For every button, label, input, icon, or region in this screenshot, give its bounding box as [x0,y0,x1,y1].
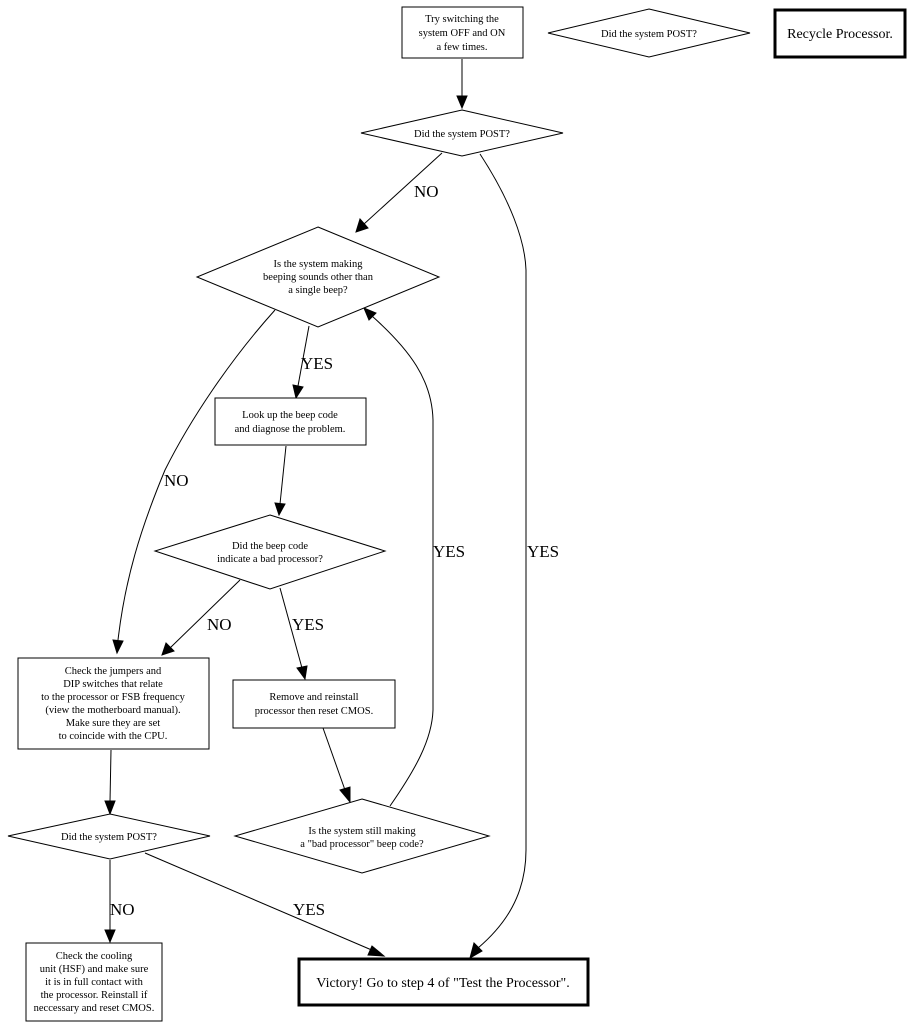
node-line: it is in full contact with [45,977,143,988]
node-line: indicate a bad processor? [217,554,323,565]
arrowhead [292,384,304,400]
edge-post2-to-victory [144,852,375,952]
node-beeping: Is the system making beeping sounds othe… [195,226,441,328]
arrowhead [112,639,124,655]
node-line: a "bad processor" beep code? [300,839,424,850]
edge-label-no: NO [207,615,232,634]
node-line: Victory! Go to step 4 of "Test the Proce… [316,976,569,991]
node-line: neccessary and reset CMOS. [34,1003,155,1014]
node-line: system OFF and ON [419,28,506,39]
node-post-2: Did the system POST? [7,813,211,860]
node-line: processor then reset CMOS. [255,706,373,717]
node-line: Check the jumpers and [65,666,162,677]
edge-bad-proc-to-jumpers [169,579,241,649]
edge-label-no: NO [414,182,439,201]
node-still-bad: Is the system still making a "bad proces… [233,798,491,874]
node-line: Remove and reinstall [269,692,358,703]
node-line: Did the system POST? [61,832,157,843]
node-line: a single beep? [288,285,348,296]
node-line: DIP switches that relate [63,679,163,690]
edge-jumpers-to-post2 [109,749,112,803]
node-line: the processor. Reinstall if [41,990,148,1001]
node-line: and diagnose the problem. [235,424,346,435]
node-line: (view the motherboard manual). [45,705,180,716]
arrowhead [469,942,483,960]
node-reinstall: Remove and reinstall processor then rese… [232,679,396,729]
arrowhead [367,945,386,957]
node-cooling: Check the cooling unit (HSF) and make su… [25,942,163,1022]
edge-label-yes: YES [527,542,559,561]
arrowhead [339,786,351,804]
node-line: beeping sounds other than [263,272,374,283]
node-line: Did the beep code [232,541,308,552]
arrowhead [355,218,369,233]
node-line: Check the cooling [56,951,133,962]
edge-label-yes: YES [293,900,325,919]
node-line: Did the system POST? [601,29,697,40]
arrowhead [296,665,308,681]
edge-lookup-to-bad-proc [279,445,287,505]
node-line: Make sure they are set [66,718,161,729]
arrowhead [161,642,175,656]
node-lookup: Look up the beep code and diagnose the p… [214,397,367,446]
arrowhead [456,95,468,110]
edge-still-bad-to-beeping [371,315,434,807]
node-line: unit (HSF) and make sure [40,964,149,975]
node-line: Look up the beep code [242,410,338,421]
node-line: Did the system POST? [414,129,510,140]
arrowhead [104,929,116,944]
arrowhead [274,502,286,517]
edge-beeping-to-lookup [297,325,310,387]
node-line: to coincide with the CPU. [59,731,168,742]
node-line: to the processor or FSB frequency [41,692,186,703]
edge-reinstall-to-still-bad [322,727,346,791]
edge-label-yes: YES [301,354,333,373]
node-bad-processor: Did the beep code indicate a bad process… [153,514,387,590]
node-recycle-processor: Recycle Processor. [773,8,907,59]
edge-post1-to-victory [477,153,527,949]
edge-bad-proc-to-reinstall [279,587,303,669]
node-line: Try switching the [425,14,499,25]
node-line: Is the system making [274,259,364,270]
edge-label-no: NO [110,900,135,919]
edge-beeping-to-jumpers [117,309,276,641]
node-post-1: Did the system POST? [360,109,564,157]
arrowhead [363,307,377,321]
node-try-switching: Try switching the system OFF and ON a fe… [401,6,524,59]
node-post-orphan: Did the system POST? [547,8,751,58]
arrowhead [104,800,116,816]
node-victory: Victory! Go to step 4 of "Test the Proce… [297,957,590,1007]
node-line: Recycle Processor. [787,27,893,42]
edge-label-yes: YES [292,615,324,634]
node-line: a few times. [436,42,487,53]
edge-post1-to-beeping [363,152,443,225]
node-jumpers: Check the jumpers and DIP switches that … [17,657,210,750]
edge-label-no: NO [164,471,189,490]
edge-label-yes: YES [433,542,465,561]
node-line: Is the system still making [308,826,416,837]
